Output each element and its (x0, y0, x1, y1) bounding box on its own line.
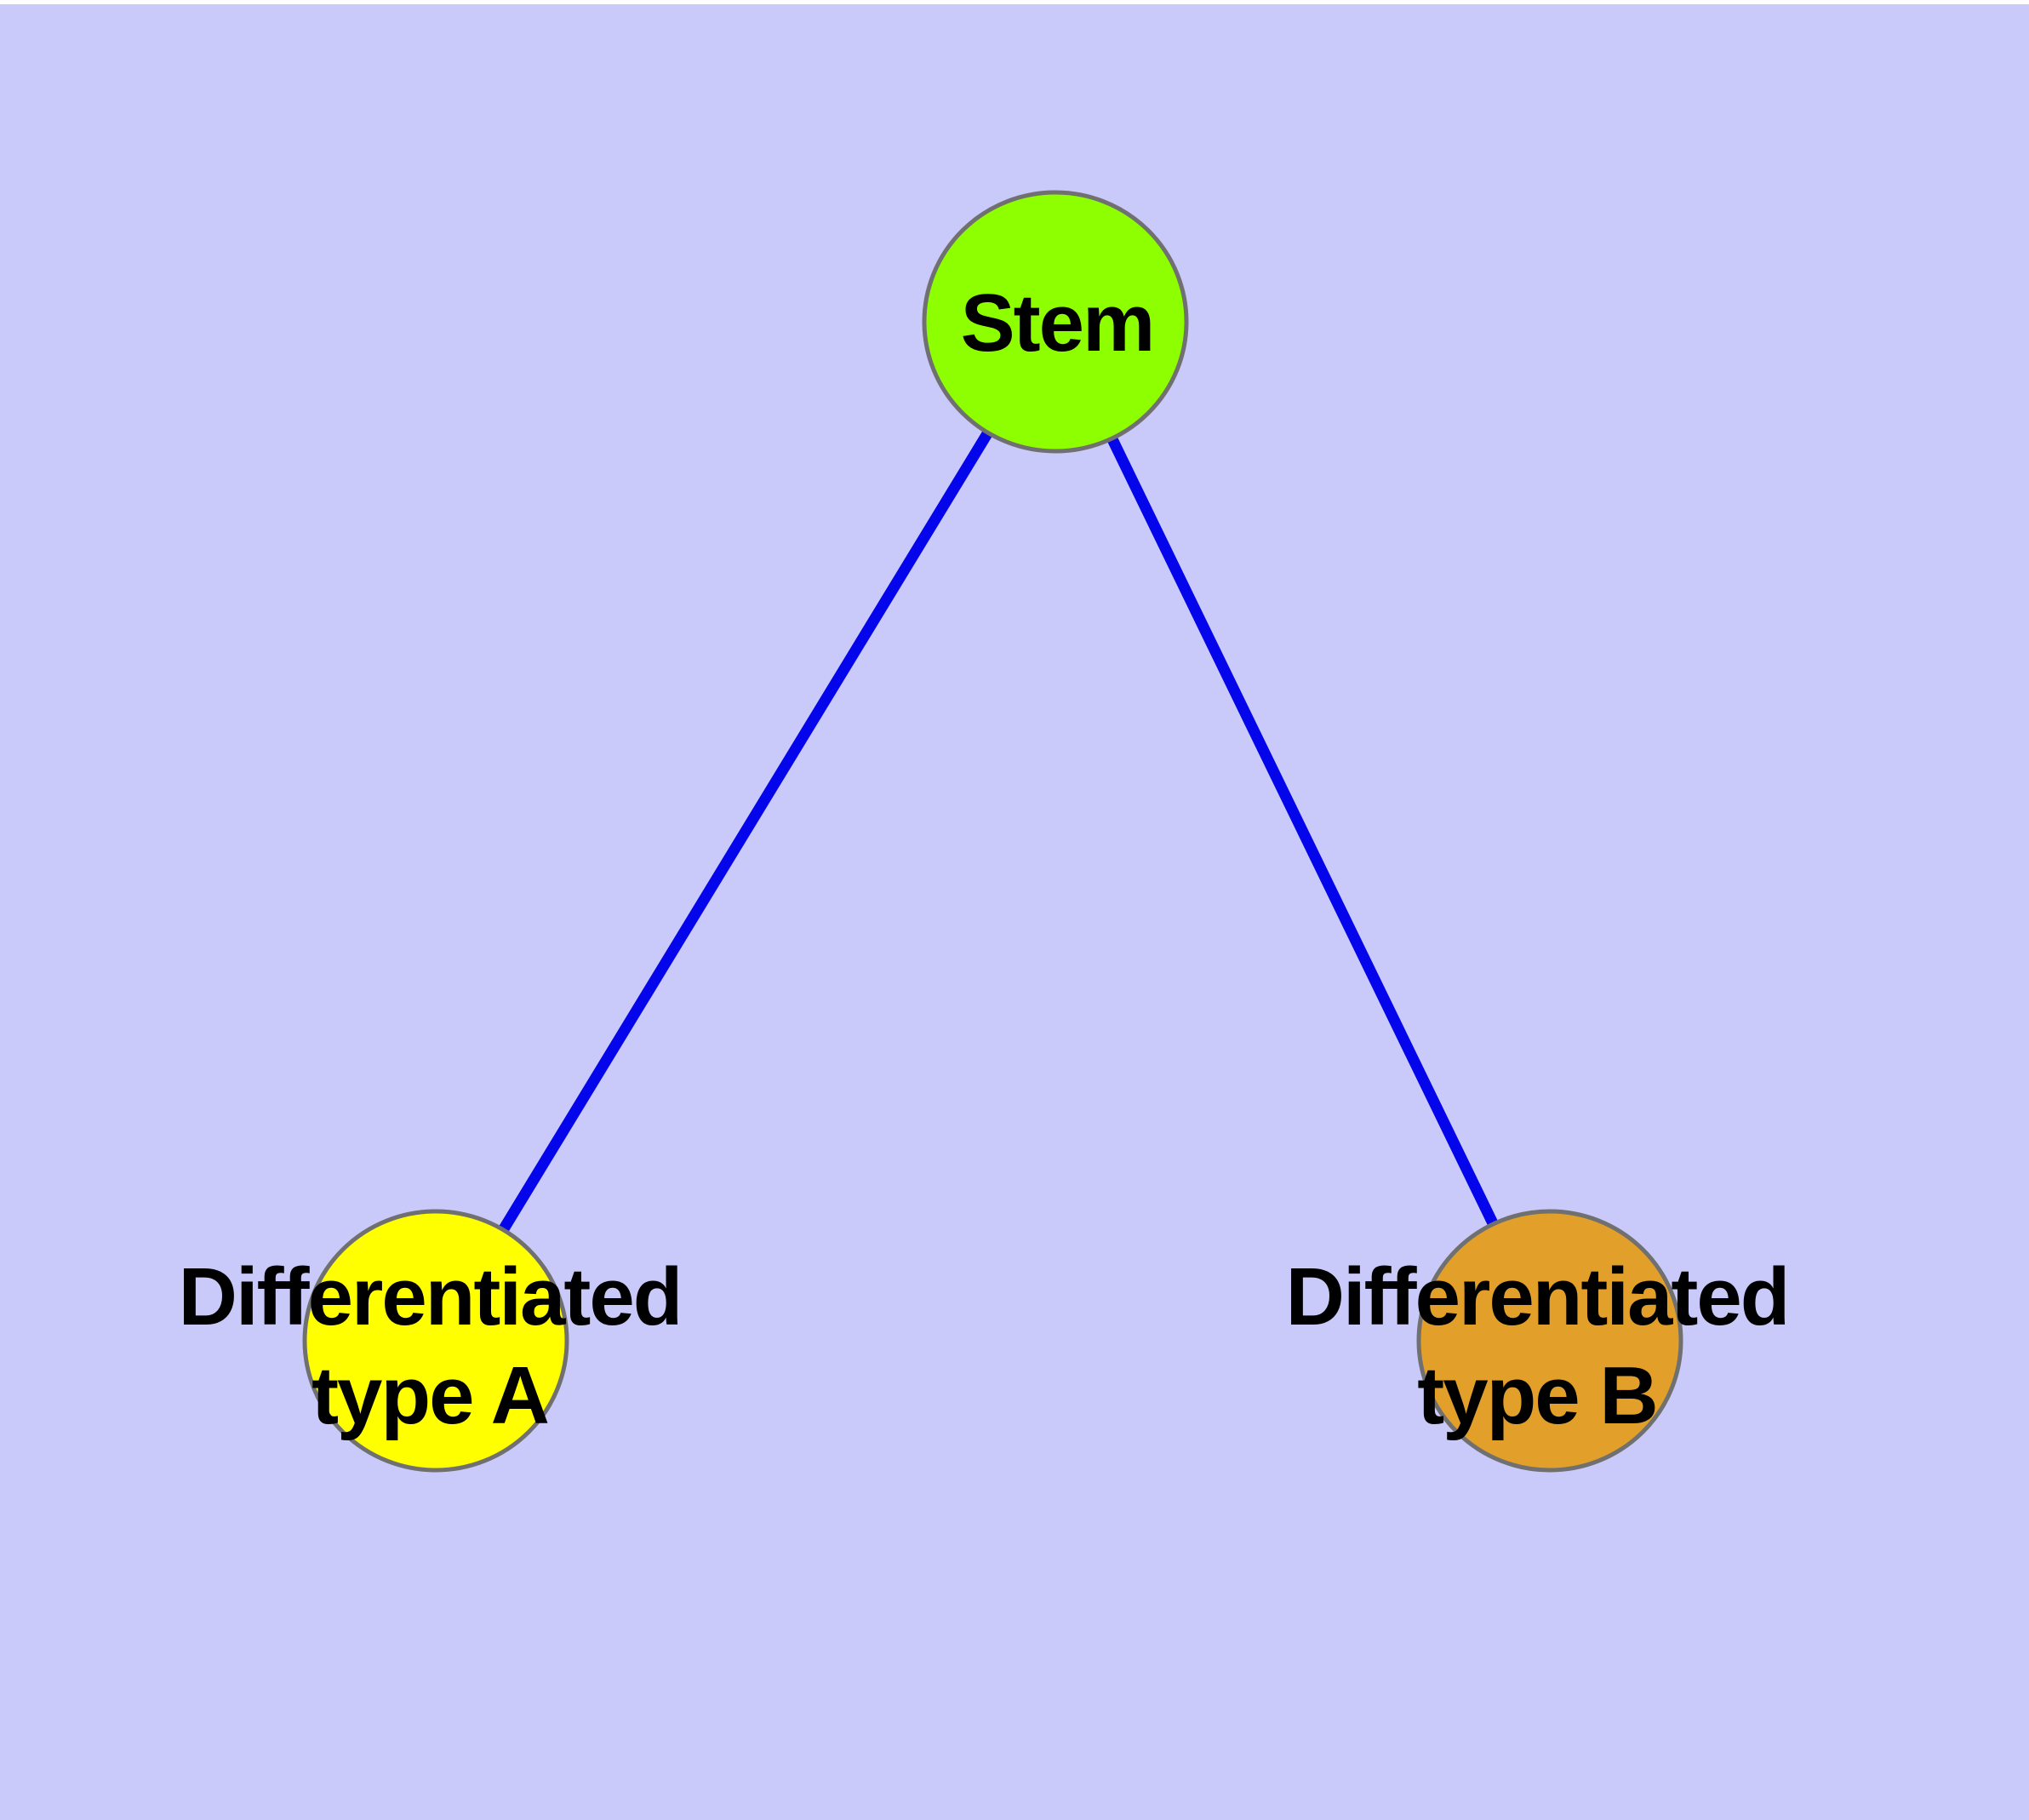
node-differentiated-type-a-label-line1: Differentiated (179, 1251, 682, 1342)
edge-layer (431, 318, 1555, 1344)
node-stem-circle (922, 190, 1189, 454)
node-differentiated-type-b-label-line2: type B (1417, 1350, 1656, 1441)
node-differentiated-type-a-label-line2: type A (311, 1350, 548, 1441)
edge-stem-to-differentiated-type-b (1050, 319, 1555, 1343)
edge-stem-to-differentiated-type-a (431, 318, 1060, 1344)
node-stem: Stem (922, 190, 1189, 454)
node-differentiated-type-b-label-line1: Differentiated (1286, 1251, 1789, 1342)
node-stem-label: Stem (961, 278, 1154, 369)
node-differentiated-type-a-circle (302, 1209, 569, 1473)
node-differentiated-type-b-circle (1416, 1209, 1683, 1473)
node-differentiated-type-b: Differentiated type B (1286, 1209, 1790, 1473)
node-differentiated-type-a: Differentiated type A (179, 1209, 683, 1473)
